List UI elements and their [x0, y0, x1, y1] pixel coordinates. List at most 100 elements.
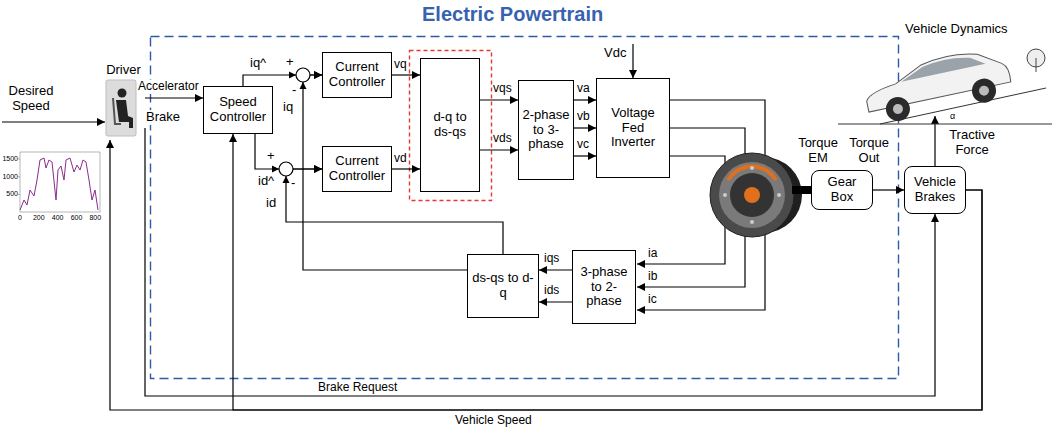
node-text: Current Controller	[326, 154, 388, 184]
junction-arrow-head	[272, 166, 279, 173]
signal-label: vds	[493, 132, 512, 146]
input-label: Desired Speed	[4, 84, 58, 114]
signal-label: Accelerator	[138, 80, 199, 94]
transform-box: ds-qs to d-q	[467, 254, 539, 318]
junction-arrow-head	[283, 176, 290, 183]
driver-icon	[106, 80, 136, 136]
signal-label: iq^	[250, 56, 266, 71]
sign-label: -	[291, 176, 295, 191]
motor-illustration	[710, 153, 794, 237]
signal-label: ia	[648, 247, 657, 261]
signal-connector	[574, 127, 596, 128]
gearbox-box: Gear Box	[811, 170, 873, 210]
junction-arrow-head	[300, 82, 307, 89]
signal-wire	[670, 128, 745, 154]
vehicle-illustration	[899, 52, 986, 82]
force-label: Tractive Force	[944, 128, 1000, 158]
controller-box: Current Controller	[322, 146, 392, 192]
axis-tick: 200	[31, 214, 47, 222]
diagram-title: Electric Powertrain	[422, 2, 603, 26]
speed-profile-chart	[18, 194, 20, 195]
section-label: Vehicle Dynamics	[905, 22, 1008, 37]
axis-tick: 600	[69, 214, 85, 222]
motor-illustration	[730, 173, 774, 217]
axis-tick: 800	[87, 214, 103, 222]
sign-label: -	[292, 83, 296, 98]
signal-label: iqs	[544, 252, 559, 266]
signal-wire	[637, 233, 765, 310]
sign-label: +	[267, 149, 275, 164]
speed-profile-chart	[18, 159, 20, 160]
junction-arrow-head	[289, 72, 296, 79]
sign-label: +	[286, 55, 294, 70]
vehicle-illustration	[892, 103, 904, 115]
vehicle-illustration	[838, 44, 1052, 126]
signal-label: vd	[394, 152, 407, 166]
speed-profile-chart	[18, 176, 20, 177]
motor-illustration	[750, 220, 754, 224]
speed-profile-chart	[20, 152, 100, 212]
signal-wire	[637, 235, 745, 287]
signal-connector	[539, 301, 572, 302]
motor-illustration	[723, 193, 727, 197]
driver-icon	[106, 80, 136, 136]
signal-label: vqs	[493, 82, 512, 96]
signal-label: ids	[544, 284, 559, 298]
motor-illustration	[750, 166, 754, 170]
vehicle-illustration	[861, 44, 1014, 126]
vehicle-illustration	[861, 44, 1011, 112]
signal-label: ib	[648, 270, 657, 284]
node-text: 3-phase to 2-phase	[576, 265, 632, 310]
transform-box: 3-phase to 2-phase	[572, 250, 636, 324]
node-text: ds-qs to d-q	[471, 271, 535, 301]
signal-label: Brake	[146, 110, 180, 125]
signal-label: vq	[394, 58, 407, 72]
axis-tick: 400	[50, 214, 66, 222]
boundary-frame	[410, 51, 492, 201]
driver-block: Driver	[102, 60, 145, 140]
signal-wire	[632, 44, 633, 78]
node-text: 2-phase to 3-phase	[522, 108, 570, 153]
summing-junction	[279, 68, 310, 176]
signal-connector	[392, 168, 420, 169]
summing-junction	[279, 162, 293, 176]
signal-connector	[574, 155, 596, 156]
signal-connector	[574, 99, 596, 100]
junction-arrow-head	[272, 72, 307, 184]
speed-profile-chart	[20, 158, 98, 210]
motor-illustration	[744, 187, 760, 203]
boundary-frame	[151, 37, 899, 379]
vehicle-illustration	[970, 76, 998, 104]
speed-profile-chart	[18, 152, 100, 212]
axis-tick: 500	[1, 190, 18, 198]
motor-illustration	[719, 162, 785, 228]
node-text: Current Controller	[326, 60, 388, 90]
vehicle-illustration	[1036, 58, 1037, 72]
node-text: Vehicle Brakes	[908, 175, 962, 205]
node-text: Gear Box	[815, 175, 869, 205]
signal-label: ic	[648, 293, 657, 307]
node-text: d-q to ds-qs	[424, 110, 476, 140]
signal-connector	[480, 149, 518, 150]
signal-wire	[670, 100, 765, 156]
controller-box: Speed Controller	[203, 86, 273, 134]
driver-icon	[118, 89, 127, 98]
motor-illustration	[777, 193, 781, 197]
vehicle-illustration	[978, 85, 990, 97]
signal-connector	[145, 97, 203, 98]
axis-tick: 0	[12, 214, 28, 222]
signal-label: Brake Request	[318, 381, 397, 395]
boundary-frame	[151, 37, 899, 379]
motor-illustration	[710, 153, 802, 237]
angle-label: α	[950, 111, 955, 121]
transform-box: d-q to ds-qs	[420, 58, 480, 192]
torque-shaft	[792, 186, 812, 194]
signal-label: va	[577, 82, 590, 96]
signal-connector	[110, 140, 982, 410]
signal-label: Vehicle Speed	[455, 414, 532, 428]
torque-shaft	[792, 186, 812, 194]
signal-label: iq	[283, 100, 293, 115]
